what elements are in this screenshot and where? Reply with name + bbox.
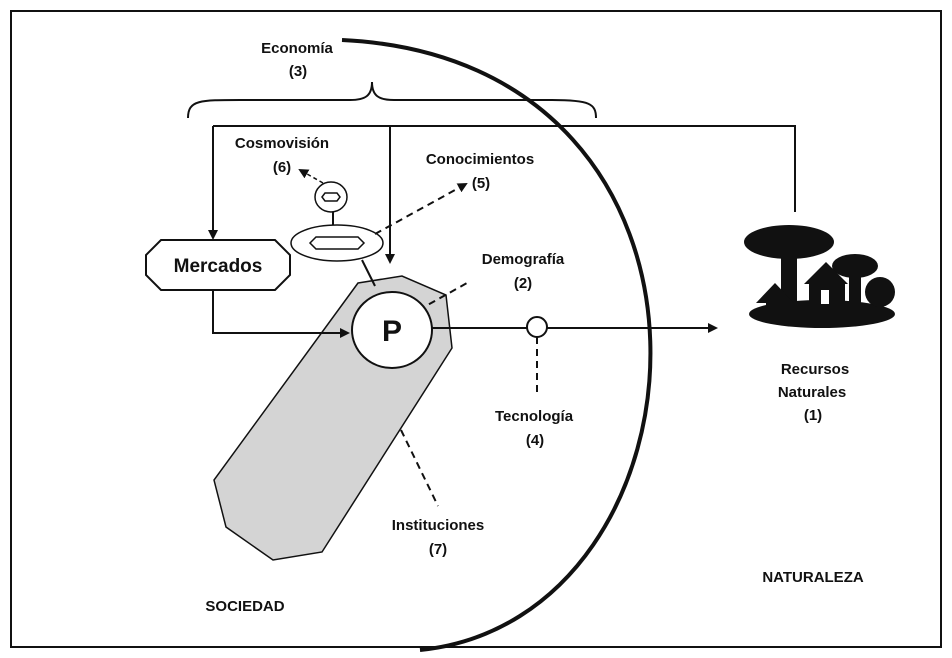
cosmovision-label: Cosmovisión — [235, 135, 329, 152]
society-nature-boundary — [341, 38, 653, 652]
knowledge-label: Conocimientos — [426, 151, 534, 168]
resources-label-line2: Naturales — [778, 384, 846, 401]
technology-label: Tecnología — [495, 408, 574, 425]
producer-label: P — [382, 315, 402, 348]
society-label: SOCIEDAD — [205, 598, 284, 615]
institutions-dashed-line — [400, 429, 439, 507]
demography-number: (2) — [514, 275, 532, 292]
cosmovision-dashed-arrow — [298, 169, 324, 184]
producer-circle — [351, 291, 433, 369]
cosmovision-hexagon-icon — [321, 192, 341, 202]
nature-label: NATURALEZA — [762, 569, 864, 586]
house-door — [821, 290, 829, 304]
market-to-producer-arrow — [212, 290, 350, 338]
producer-knowledge-link — [361, 259, 376, 287]
technology-number: (4) — [526, 432, 544, 449]
cosmovision-number: (6) — [273, 159, 291, 176]
markets-box — [145, 239, 291, 291]
demography-label: Demografía — [482, 251, 565, 268]
knowledge-hexagon-icon — [308, 236, 366, 250]
institutions-number: (7) — [429, 541, 447, 558]
economy-brace — [187, 81, 597, 119]
resources-label-line1: Recursos — [781, 361, 849, 378]
economy-number: (3) — [289, 63, 307, 80]
knowledge-number: (5) — [472, 175, 490, 192]
resources-number: (1) — [804, 407, 822, 424]
markets-label: Mercados — [174, 256, 263, 277]
institutions-label: Instituciones — [392, 517, 485, 534]
technology-node — [526, 316, 548, 338]
knowledge-dashed-arrow — [374, 183, 468, 235]
trees-and-houses-icon — [744, 225, 895, 328]
economy-label: Economía — [261, 40, 333, 57]
economy-to-market-line — [213, 125, 796, 212]
